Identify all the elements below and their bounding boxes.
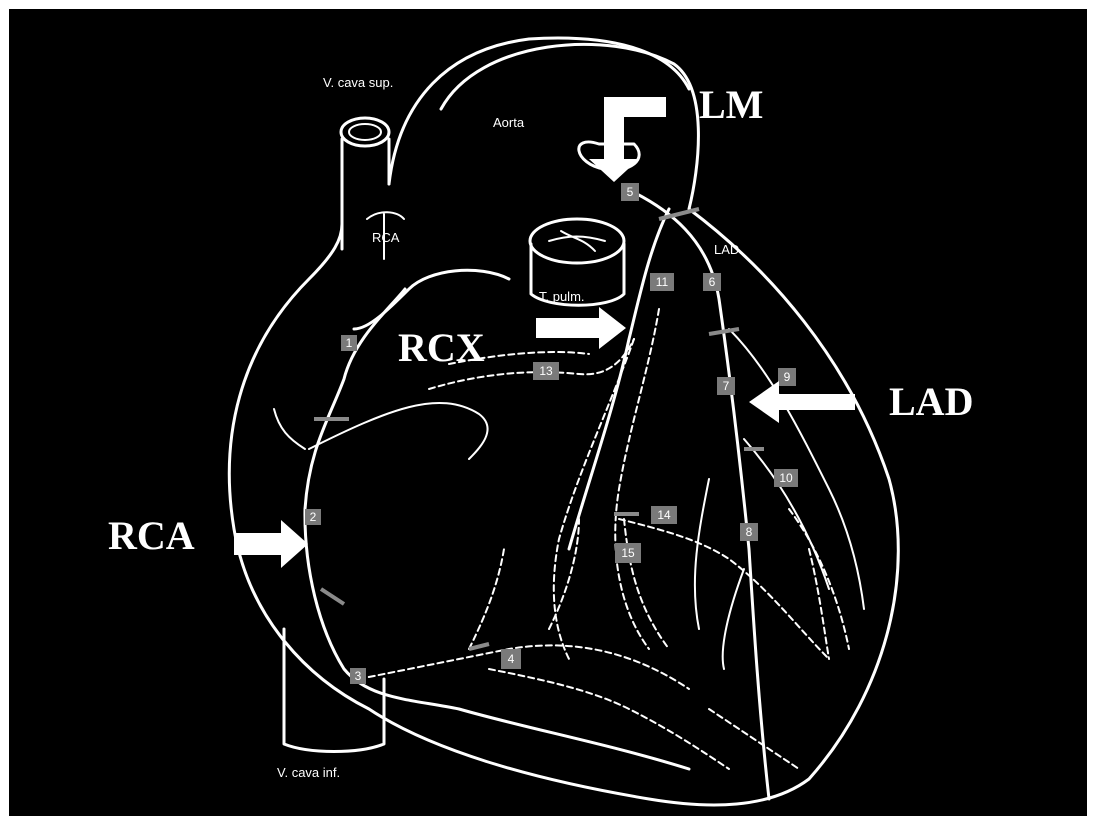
segment-10: 10: [774, 469, 798, 487]
label-v-cava-sup: V. cava sup.: [323, 75, 393, 90]
diagonal-branch-2: [744, 439, 829, 589]
label-v-cava-inf: V. cava inf.: [277, 765, 340, 780]
rcx-arrow: [536, 307, 626, 349]
label-rca-small: RCA: [372, 230, 400, 245]
segment-6: 6: [703, 273, 721, 291]
rcx-dashed-branch: [554, 339, 634, 659]
segment-3: 3: [350, 668, 366, 684]
svg-text:11: 11: [656, 275, 669, 289]
svg-text:5: 5: [627, 185, 634, 199]
segment-8: 8: [740, 523, 758, 541]
pulmonary-valve: [549, 231, 605, 251]
svg-text:8: 8: [746, 525, 753, 539]
segment-14: 14: [651, 506, 677, 524]
segment-7: 7: [717, 377, 735, 395]
svg-text:4: 4: [508, 652, 515, 666]
lower-branches: [489, 669, 729, 769]
segment-15: 15: [615, 543, 641, 563]
svg-text:13: 13: [539, 364, 553, 378]
lad-vessel: [627, 189, 769, 799]
lad-arrow: [749, 381, 855, 423]
svg-text:15: 15: [621, 546, 635, 560]
svg-text:7: 7: [723, 379, 730, 393]
svg-text:1: 1: [346, 336, 353, 350]
label-aorta: Aorta: [493, 115, 525, 130]
apical-branches: [709, 509, 849, 769]
segment-4: 4: [501, 649, 521, 669]
rca-arrow: [234, 520, 308, 568]
svg-text:9: 9: [784, 370, 791, 384]
segment-5: 5: [621, 183, 639, 201]
obtuse-marginal-15: [624, 519, 669, 649]
vena-cava-inferior: [284, 629, 384, 752]
heart-outline: [229, 44, 898, 805]
label-lad-small: LAD: [714, 242, 739, 257]
callout-rcx: RCX: [398, 325, 485, 370]
vena-cava-superior-inner: [349, 124, 381, 140]
segment-2: 2: [305, 509, 321, 525]
callout-lm: LM: [699, 82, 763, 127]
callout-lad: LAD: [889, 379, 973, 424]
segment-1: 1: [341, 335, 357, 351]
rca-vessel: [305, 289, 689, 769]
heart-diagram-slide: 1 2 3 4 5 6 7 8 9 10 11 13 14 15 V. cava…: [9, 9, 1087, 816]
lad-septal: [695, 479, 744, 669]
svg-text:2: 2: [310, 510, 317, 524]
pulmonary-trunk-opening: [530, 219, 624, 263]
posterior-descending: [359, 645, 689, 689]
label-t-pulm: T. pulm.: [539, 289, 585, 304]
coronary-artery-diagram: 1 2 3 4 5 6 7 8 9 10 11 13 14 15 V. cava…: [9, 9, 1087, 816]
rcx-dashed-branch-2: [615, 309, 659, 649]
rca-branch-marginal: [309, 403, 488, 459]
svg-text:10: 10: [779, 471, 793, 485]
segment-11: 11: [650, 273, 674, 291]
callout-rca: RCA: [108, 513, 195, 558]
lm-arrow: [589, 97, 666, 182]
rca-branch-left: [274, 409, 305, 449]
svg-text:14: 14: [657, 508, 671, 522]
segment-9: 9: [778, 368, 796, 386]
lad-septal-tick: [314, 209, 764, 649]
posterolateral-branch: [469, 519, 579, 649]
svg-text:6: 6: [709, 275, 716, 289]
segment-13: 13: [533, 362, 559, 380]
svg-text:3: 3: [355, 669, 362, 683]
